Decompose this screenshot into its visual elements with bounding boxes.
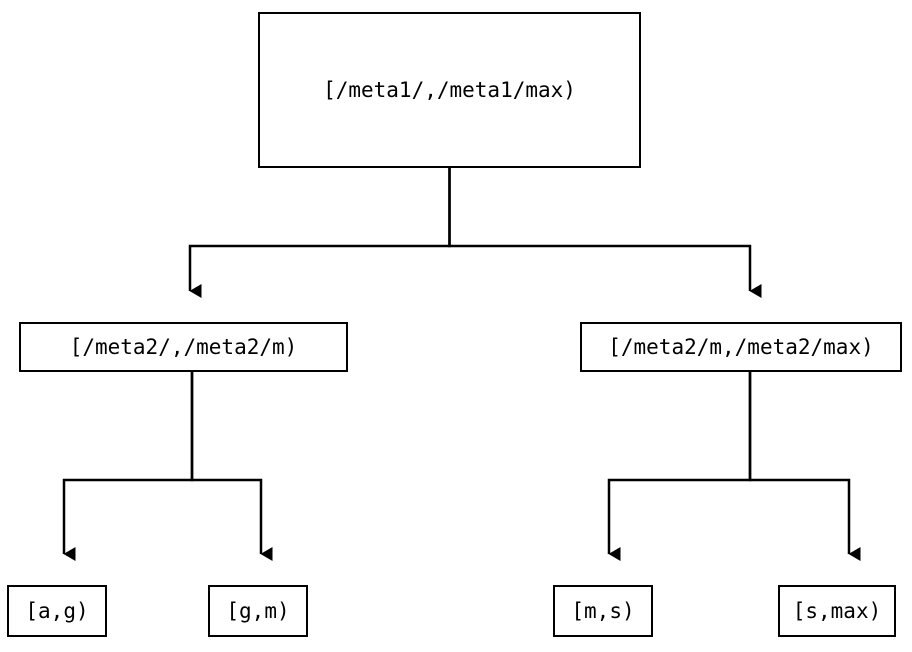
node-label: [s,max) [792, 598, 882, 623]
edge-root-to-mid-right [448, 168, 762, 298]
edge-root-to-mid-left [188, 168, 451, 298]
node-label: [/meta2/m,/meta2/max) [608, 334, 874, 359]
tree-node-leaf-a-g[interactable]: [a,g) [7, 585, 107, 637]
tree-node-leaf-g-m[interactable]: [g,m) [208, 585, 308, 637]
node-label: [g,m) [226, 598, 290, 623]
node-label: [/meta2/,/meta2/m) [69, 334, 298, 359]
tree-node-mid-left[interactable]: [/meta2/,/meta2/m) [19, 322, 348, 372]
node-label: [/meta1/,/meta1/max) [323, 77, 576, 102]
edge-mid-right-to-leaf-4 [748, 372, 861, 561]
edge-mid-right-to-leaf-3 [607, 372, 752, 561]
node-label: [m,s) [571, 598, 635, 623]
tree-node-root[interactable]: [/meta1/,/meta1/max) [258, 12, 641, 168]
tree-node-leaf-s-max[interactable]: [s,max) [778, 585, 896, 637]
edge-mid-left-to-leaf-1 [62, 372, 194, 561]
node-label: [a,g) [25, 598, 89, 623]
tree-node-mid-right[interactable]: [/meta2/m,/meta2/max) [580, 322, 902, 372]
edge-mid-left-to-leaf-2 [190, 372, 273, 561]
tree-node-leaf-m-s[interactable]: [m,s) [553, 585, 653, 637]
